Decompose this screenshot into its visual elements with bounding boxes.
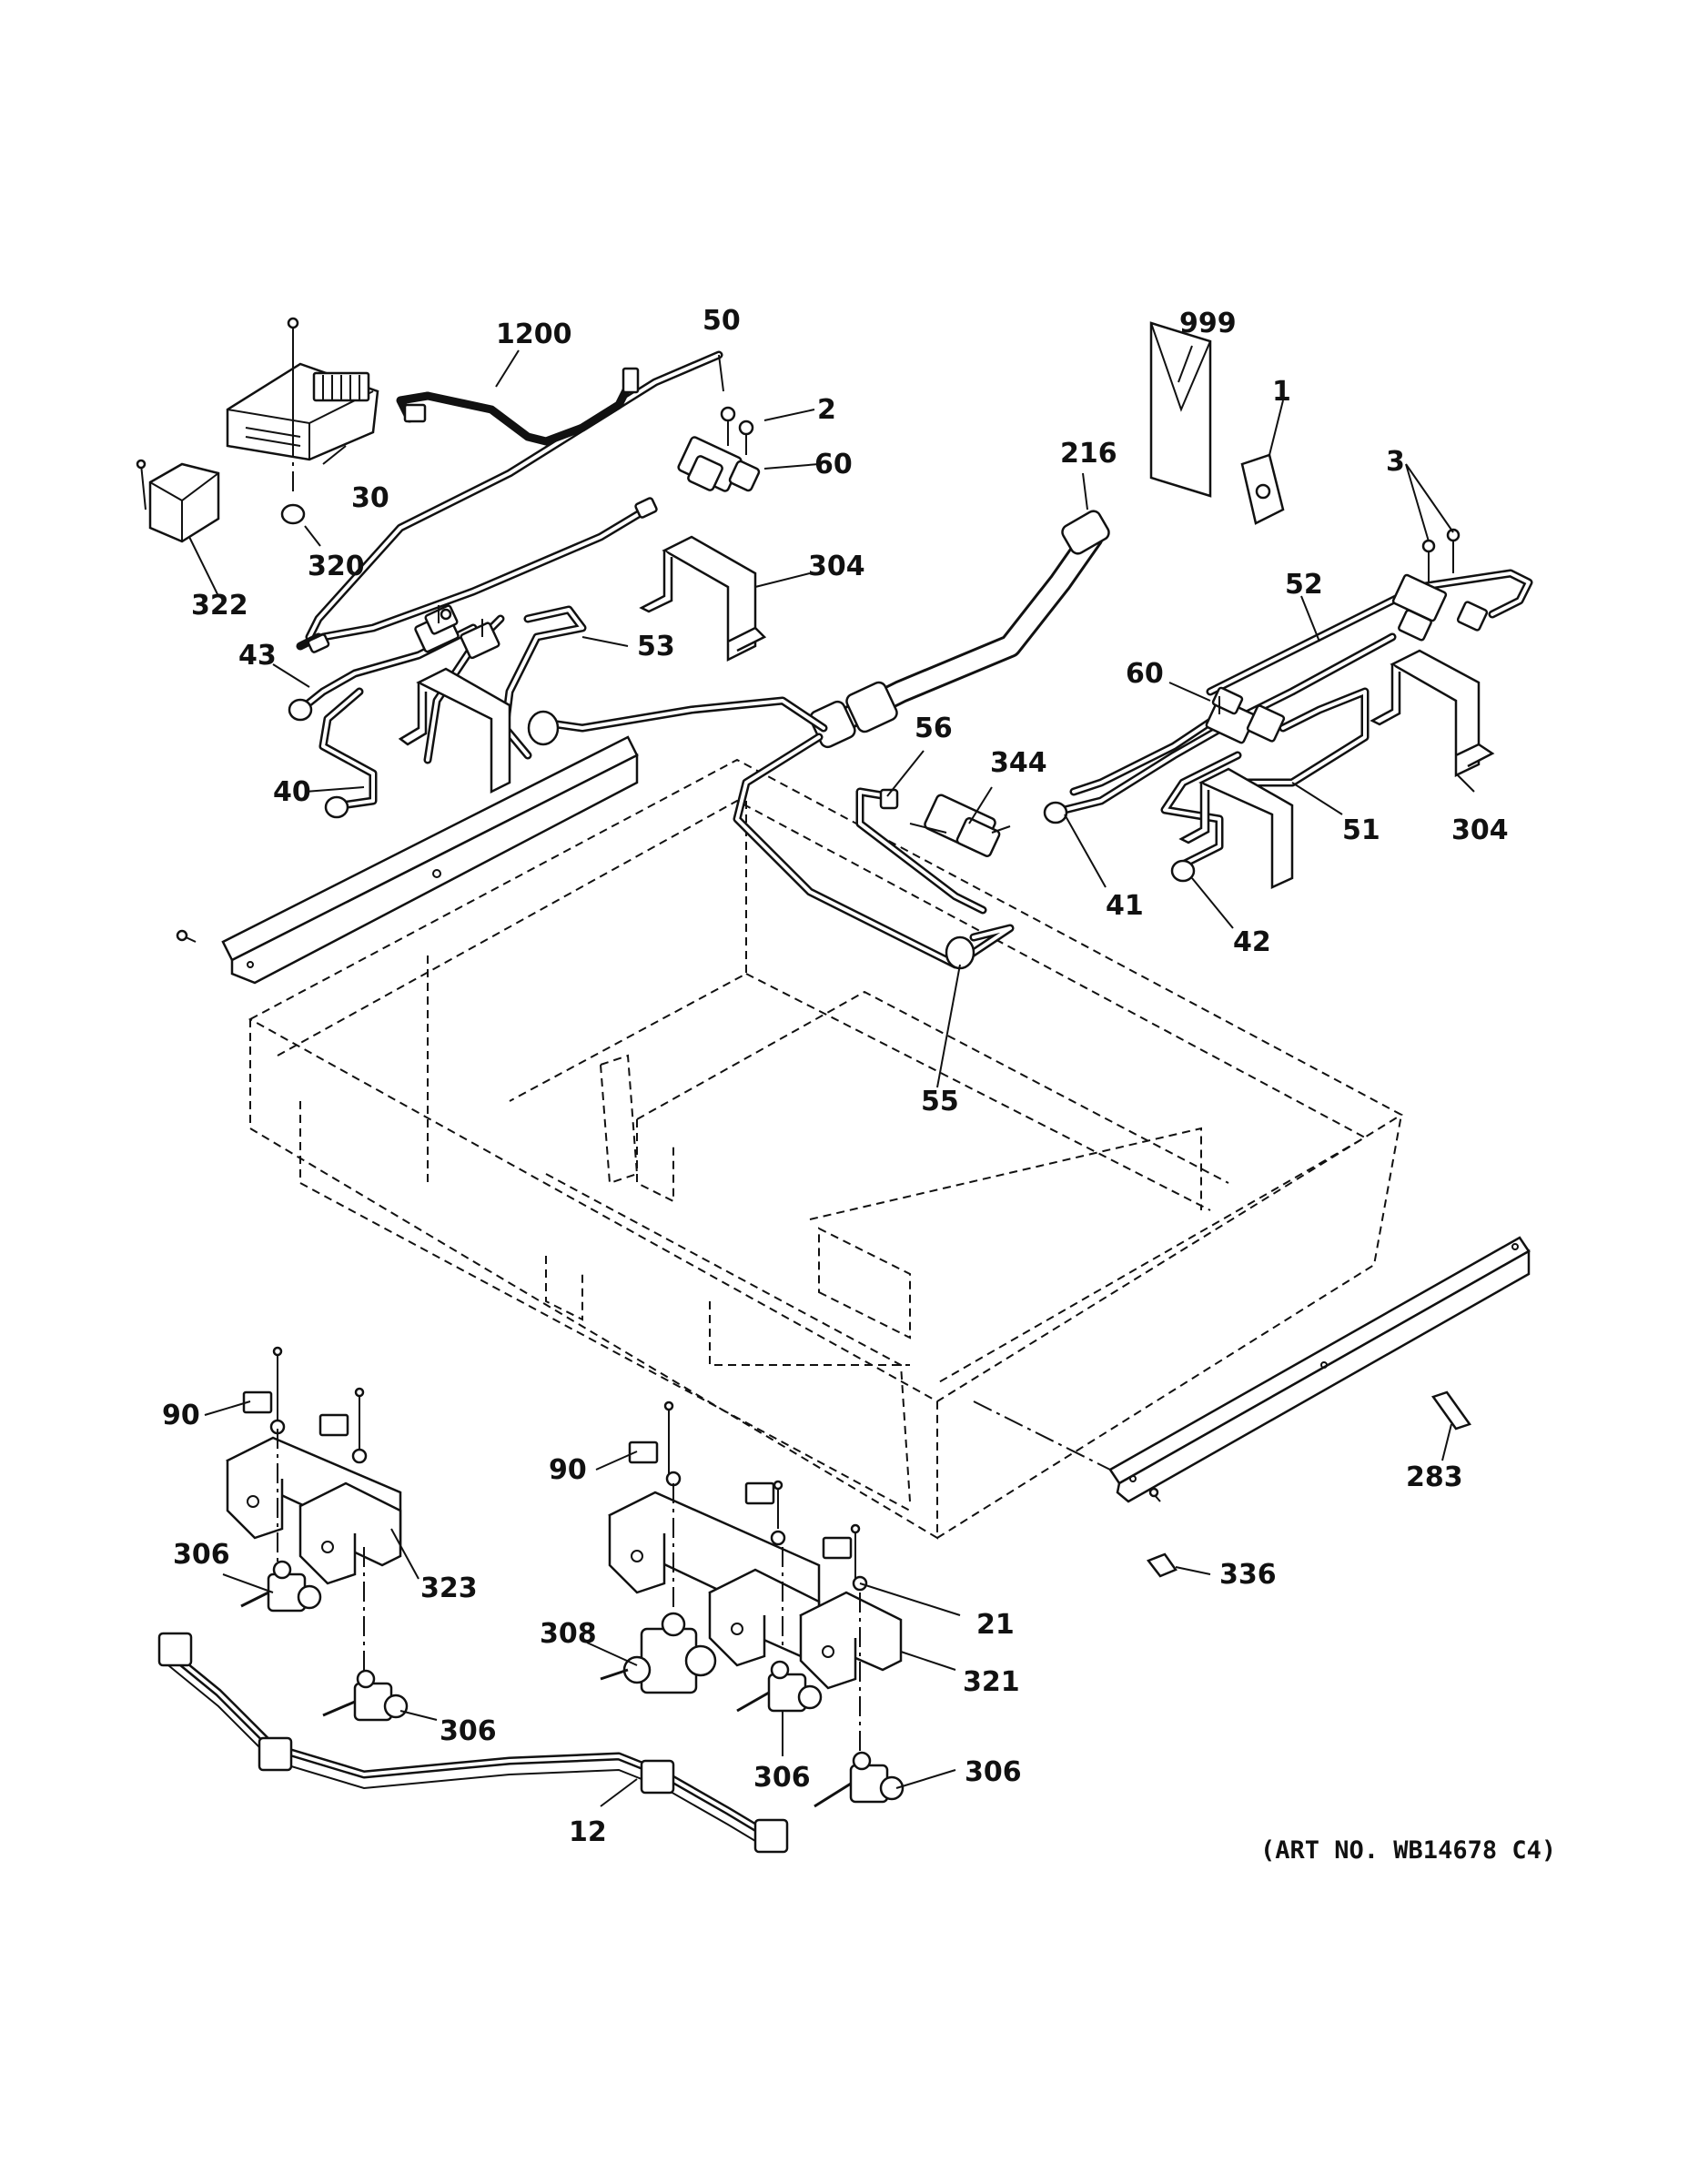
burner-valve-306-b — [322, 1669, 409, 1722]
callout-56: 56 — [915, 713, 953, 744]
leader-lines — [188, 345, 1475, 1807]
clip-336 — [1146, 1552, 1178, 1578]
left-valve-bracket — [398, 535, 767, 794]
ignition-harness — [157, 1632, 789, 1854]
callout-999: 999 — [1179, 308, 1237, 339]
wire-harness-1200 — [396, 367, 640, 446]
callout-321: 321 — [963, 1666, 1020, 1698]
callout-2: 2 — [817, 394, 836, 426]
right-valve-bracket — [1178, 649, 1495, 889]
callout-216: 216 — [1060, 438, 1117, 470]
burner-valve-306-a — [240, 1560, 322, 1613]
callout-304: 304 — [808, 551, 865, 582]
callout-labels: 1200 50 2 60 30 320 322 304 216 999 1 3 … — [162, 305, 1556, 1865]
callout-41: 41 — [1106, 890, 1144, 922]
callout-12: 12 — [569, 1816, 607, 1848]
left-manifold-rail — [176, 735, 639, 985]
transformer — [136, 459, 220, 543]
callout-3: 3 — [1386, 446, 1405, 478]
callout-21: 21 — [976, 1609, 1015, 1641]
callout-60: 60 — [1126, 658, 1164, 690]
callout-322: 322 — [191, 590, 248, 622]
callout-320: 320 — [308, 551, 365, 582]
callout-1: 1 — [1272, 376, 1291, 408]
callout-306: 306 — [965, 1756, 1022, 1788]
burner-valve-308 — [600, 1612, 717, 1694]
callout-344: 344 — [990, 747, 1047, 779]
callout-60: 60 — [814, 449, 853, 480]
callout-52: 52 — [1285, 569, 1323, 601]
callout-43: 43 — [238, 640, 277, 672]
callout-50: 50 — [702, 305, 741, 337]
callout-53: 53 — [637, 631, 675, 662]
right-burner-valve-bracket — [608, 1400, 903, 1756]
callout-55: 55 — [921, 1086, 959, 1117]
callout-1200: 1200 — [496, 318, 572, 350]
right-gas-tubes — [1043, 528, 1533, 883]
callout-42: 42 — [1233, 926, 1271, 958]
callout-306: 306 — [173, 1539, 230, 1571]
spark-module — [226, 317, 379, 525]
art-number: (ART NO. WB14678 C4) — [1260, 1836, 1556, 1865]
left-upper-valve — [677, 406, 761, 492]
main-gas-pipe — [527, 510, 1110, 970]
callout-304: 304 — [1451, 814, 1509, 846]
callout-306: 306 — [753, 1762, 811, 1794]
burner-valve-306-d — [814, 1751, 905, 1808]
callout-308: 308 — [540, 1618, 597, 1650]
literature-packet — [1149, 321, 1212, 498]
callout-283: 283 — [1406, 1461, 1463, 1493]
left-burner-valve-bracket — [226, 1346, 402, 1684]
right-manifold-rail — [973, 1236, 1531, 1503]
callout-51: 51 — [1342, 814, 1380, 846]
igniter-switch — [1240, 453, 1285, 525]
burner-box-chassis — [248, 758, 1404, 1540]
clip-283 — [1430, 1390, 1472, 1431]
callout-90: 90 — [162, 1400, 200, 1431]
burner-valve-306-c — [736, 1660, 823, 1713]
callout-306: 306 — [440, 1715, 497, 1747]
callout-40: 40 — [273, 776, 311, 808]
callout-90: 90 — [549, 1454, 587, 1486]
pressure-regulator — [855, 787, 1011, 915]
callout-30: 30 — [351, 482, 389, 514]
callout-336: 336 — [1219, 1559, 1277, 1591]
callout-323: 323 — [420, 1572, 478, 1604]
